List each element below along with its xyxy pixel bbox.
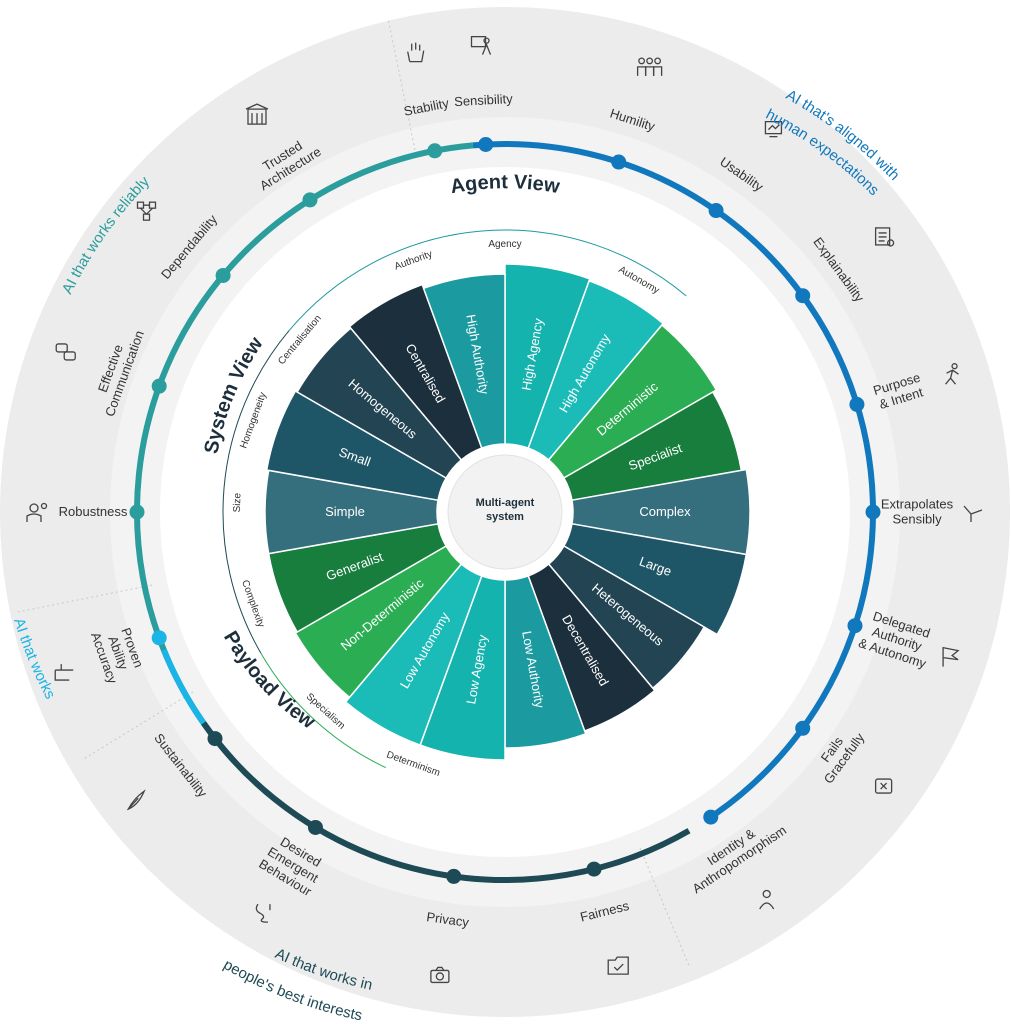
segment-wedge [504, 263, 591, 450]
segment-wedge [348, 283, 483, 461]
segment-small: Small [265, 389, 448, 502]
segment-wedge [265, 389, 448, 502]
dimension-arc-payload [260, 652, 387, 769]
segment-complex: Complex [571, 468, 751, 556]
principles-layer: SensibilityHumilityUsabilityExplainabili… [26, 35, 983, 984]
principle-dot [847, 618, 863, 634]
hand-icon [407, 42, 425, 63]
segment-generalist: Generalist [267, 522, 448, 634]
segment-wedge [527, 279, 665, 461]
presenter-icon [470, 35, 492, 55]
segment-wedge [527, 563, 656, 732]
arc-interests [201, 721, 691, 883]
segment-high-authority: High Authority [422, 273, 506, 450]
principle-label: Robustness [59, 504, 128, 519]
principle-robustness: Robustness [26, 502, 145, 522]
principle-dot [708, 203, 724, 219]
camera-icon [430, 966, 450, 984]
principle-dot [478, 137, 494, 153]
principle-dot [307, 819, 323, 835]
segment-label: Complex [639, 504, 691, 519]
flag-icon [942, 646, 960, 667]
principle-label: Sensibility [454, 91, 514, 109]
segment-specialist: Specialist [562, 390, 743, 502]
principle-dot [207, 731, 223, 747]
principle-dot [151, 378, 167, 394]
segment-label: Simple [325, 504, 365, 519]
principle-dot [795, 720, 811, 736]
center-label-line2: system [486, 511, 524, 523]
segment-wedge [296, 327, 463, 480]
explain-icon [874, 227, 895, 247]
principle-dot [586, 861, 602, 877]
segment-wedge [571, 468, 751, 556]
segment-wedge [264, 469, 439, 555]
principle-label: Extrapolates [881, 497, 954, 512]
segment-centralised: Centralised [348, 283, 483, 461]
dimension-label-size: Size [232, 492, 244, 512]
segment-low-agency: Low Agency [419, 574, 506, 761]
network-icon [136, 201, 157, 221]
usability-icon [764, 120, 783, 138]
person-icon [759, 889, 775, 910]
leaf-icon [126, 789, 146, 811]
segment-high-agency: High Agency [504, 263, 591, 450]
segment-wedge [504, 574, 587, 749]
segment-wedge [562, 522, 748, 636]
principle-label: Sensibly [892, 512, 942, 527]
segment-wedge [547, 324, 718, 480]
principle-dot [865, 504, 881, 520]
path-icon [255, 903, 271, 923]
principle-dot [446, 868, 462, 884]
dimension-label-agency: Agency [488, 239, 521, 250]
group-dividers [17, 17, 691, 969]
principle-dot [215, 267, 231, 283]
segment-wedge [562, 390, 743, 502]
segment-large: Large [562, 522, 748, 636]
pointing-hand-icon [54, 664, 74, 681]
center-disc [447, 454, 563, 570]
segment-wedge [419, 574, 506, 761]
principle-privacy: Privacy [426, 868, 471, 984]
arc-works [161, 648, 207, 725]
segment-wedge [422, 273, 506, 450]
walker-icon [945, 363, 959, 385]
dimension-arc-agent [288, 229, 687, 332]
principle-dot [849, 396, 865, 412]
segment-wedge [547, 544, 706, 690]
principle-dot [151, 630, 167, 646]
principle-dot [611, 154, 627, 170]
principle-dot [129, 504, 145, 520]
principle-dot [302, 192, 318, 208]
principle-sensibility: Sensibility [454, 35, 514, 153]
principle-dot [703, 809, 719, 825]
segment-wedge [267, 522, 448, 634]
principle-label: Privacy [426, 909, 471, 930]
error-icon [874, 778, 893, 794]
principle-dot [427, 143, 443, 159]
segment-high-autonomy: High Autonomy [527, 279, 665, 461]
segment-wedge [344, 563, 483, 747]
center-label-line1: Multi-agent [476, 497, 535, 509]
gear-person-icon [26, 502, 48, 522]
chat-icon [55, 343, 76, 361]
segment-low-authority: Low Authority [504, 574, 587, 749]
dimension-arcs [222, 229, 687, 769]
folder-check-icon [607, 956, 629, 975]
dimension-arc-system [222, 330, 290, 654]
team-icon [636, 57, 663, 76]
segment-simple: Simple [264, 469, 439, 555]
building-icon [245, 103, 269, 125]
graph-icon [963, 505, 983, 522]
principle-dot [795, 288, 811, 304]
segment-decentralised: Decentralised [527, 563, 656, 732]
segment-wedge [294, 544, 463, 699]
